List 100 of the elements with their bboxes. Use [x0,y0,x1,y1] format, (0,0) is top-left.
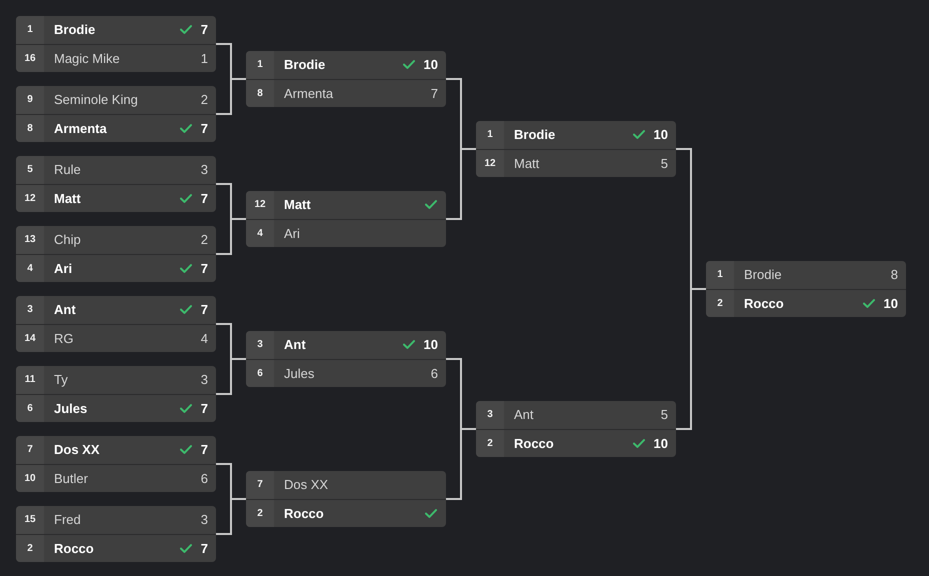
team-row [16,86,216,114]
team-row [246,500,446,527]
bracket-line [216,78,246,115]
seed-number: 1 [476,121,504,148]
score: 1 [200,50,208,66]
seed-number: 3 [246,331,274,358]
team-row [476,430,676,457]
seed-number: 12 [246,191,274,218]
team-row [16,324,216,352]
team-row [16,436,216,464]
seed-number: 6 [16,394,44,422]
team-name: Armenta [54,120,107,136]
bracket-line [216,358,246,395]
score: 10 [654,127,668,142]
score: 10 [424,337,438,352]
team-name: Matt [514,156,540,171]
team-row [16,296,216,324]
team-name: Armenta [284,86,334,101]
score: 4 [200,330,208,346]
team-name: Rule [54,162,81,178]
score: 5 [660,407,668,422]
score: 7 [200,442,208,458]
team-name: Ant [514,407,534,422]
match-card [16,506,216,562]
match-card [16,296,216,352]
bracket-line [216,218,246,255]
seed-number: 12 [16,184,44,212]
score: 7 [200,22,208,38]
match-card [246,191,446,247]
score: 2 [200,232,208,248]
team-name: Brodie [744,267,782,282]
score: 2 [200,92,208,108]
team-name: Dos XX [54,442,100,458]
seed-number: 7 [16,436,44,464]
team-row [246,220,446,247]
team-row [16,156,216,184]
team-row [246,471,446,498]
team-row [16,534,216,562]
seed-number: 14 [16,324,44,352]
team-name: Ant [54,302,76,318]
bracket-line [446,148,476,220]
score: 8 [890,267,898,282]
score: 7 [200,260,208,276]
team-row [246,331,446,358]
team-name: Chip [54,232,81,248]
match-card [16,86,216,142]
seed-number: 1 [16,16,44,44]
team-row [476,150,676,177]
team-name: Ty [54,372,68,388]
seed-number: 4 [246,220,274,247]
team-name: Seminole King [54,92,138,108]
score: 7 [200,120,208,136]
seed-number: 2 [706,290,734,317]
team-row [16,394,216,422]
score: 7 [200,190,208,206]
seed-number: 3 [476,401,504,428]
team-row [16,366,216,394]
team-name: Butler [54,470,88,486]
match-card [16,436,216,492]
score: 10 [884,296,898,311]
match-card [16,156,216,212]
match-card [476,401,676,457]
team-name: Brodie [54,22,96,38]
team-row [16,184,216,212]
team-name: Jules [54,400,88,416]
team-name: Brodie [514,127,556,142]
seed-number: 9 [16,86,44,114]
score: 3 [200,512,208,528]
team-row [246,191,446,218]
score: 3 [200,372,208,388]
match-card [16,16,216,72]
seed-number: 3 [16,296,44,324]
team-name: RG [54,330,74,346]
score: 5 [660,156,668,171]
team-row [16,16,216,44]
seed-number: 2 [16,534,44,562]
seed-number: 6 [246,360,274,387]
bracket-line [446,428,476,500]
bracket-line [216,498,246,535]
team-row [16,44,216,72]
team-row [476,121,676,148]
match-card [246,331,446,387]
score: 7 [200,540,208,556]
seed-number: 5 [16,156,44,184]
team-row [706,290,906,317]
score: 7 [200,400,208,416]
seed-number: 15 [16,506,44,534]
team-name: Matt [284,197,311,212]
team-row [476,401,676,428]
team-row [706,261,906,288]
team-name: Matt [54,190,81,206]
team-row [16,506,216,534]
bracket-line [676,288,706,430]
match-card [16,226,216,282]
match-card [476,121,676,177]
team-name: Jules [284,366,314,381]
seed-number: 10 [16,464,44,492]
seed-number: 8 [16,114,44,142]
team-name: Ari [54,260,72,276]
team-name: Rocco [54,540,94,556]
